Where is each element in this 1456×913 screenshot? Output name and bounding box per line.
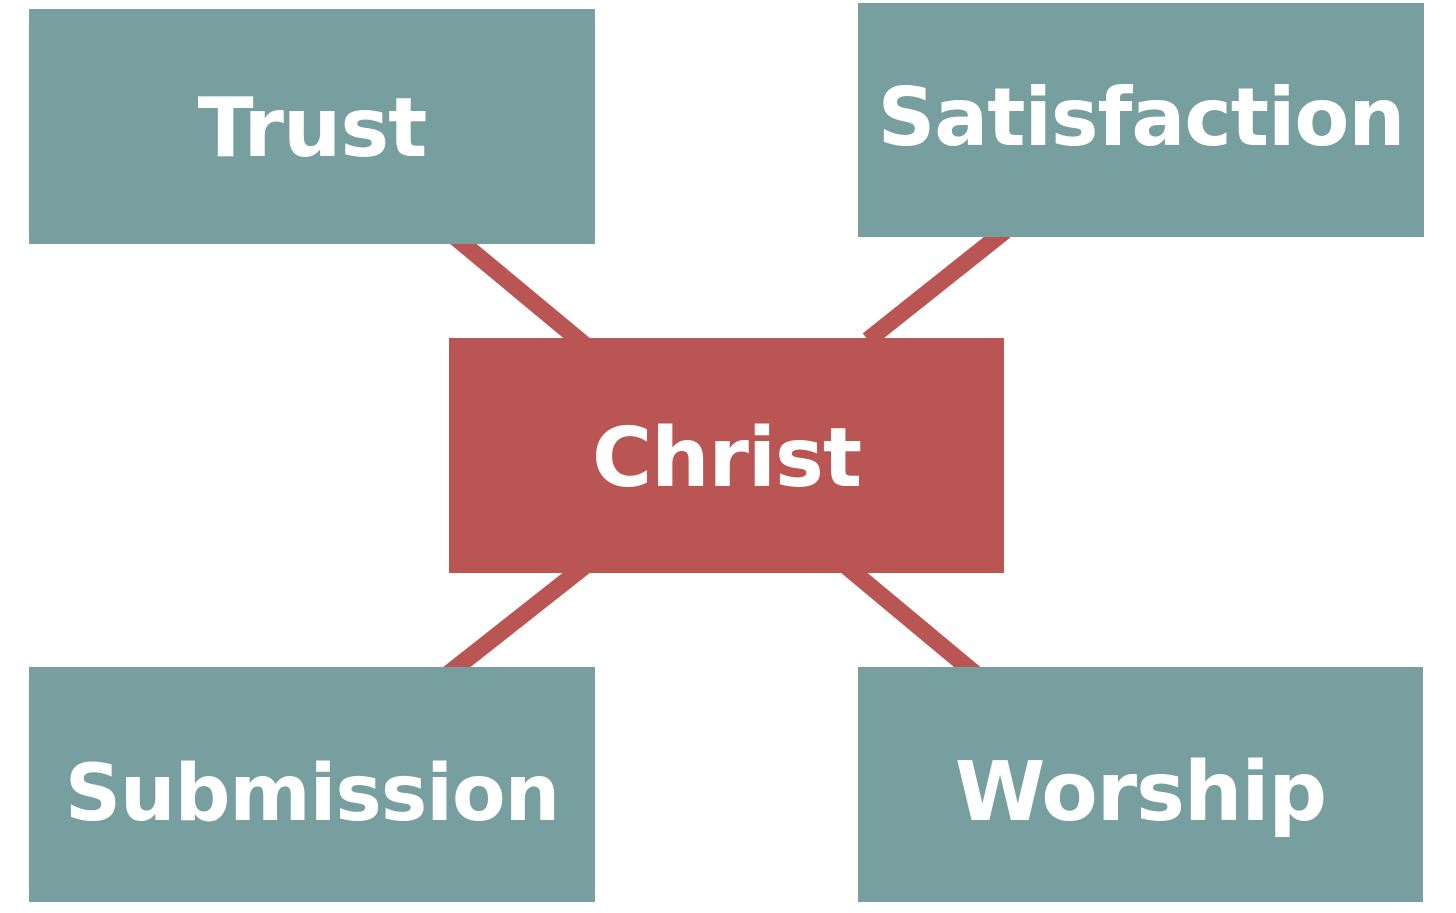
- node-christ-label: Christ: [591, 410, 862, 506]
- node-worship-label: Worship: [954, 744, 1327, 840]
- node-submission-label: Submission: [64, 748, 560, 839]
- node-christ: Christ: [449, 338, 1004, 573]
- connector-christ-trust: [449, 230, 591, 352]
- connector-christ-worship: [840, 559, 984, 683]
- node-worship: Worship: [858, 667, 1423, 902]
- node-satisfaction-label: Satisfaction: [877, 71, 1406, 164]
- connector-christ-satisfaction: [862, 224, 1011, 347]
- node-satisfaction: Satisfaction: [858, 3, 1424, 237]
- connector-christ-submission: [442, 559, 591, 681]
- node-trust-label: Trust: [197, 80, 428, 176]
- node-trust: Trust: [29, 9, 595, 244]
- node-submission: Submission: [29, 667, 595, 902]
